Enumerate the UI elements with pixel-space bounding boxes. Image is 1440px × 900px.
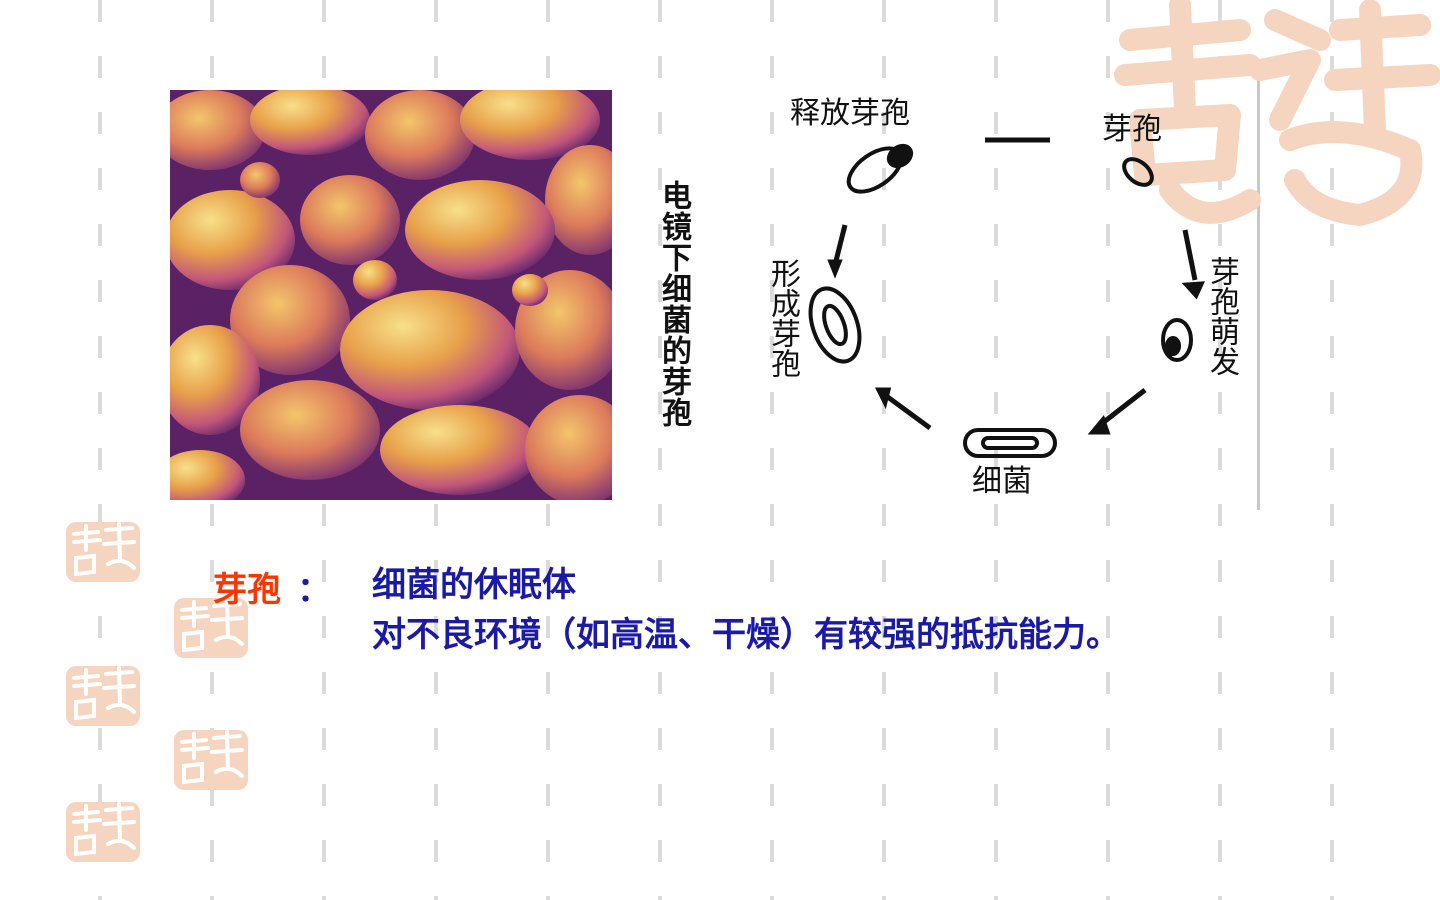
decorative-seal-small: [174, 730, 248, 790]
label-form-spore: 形成芽孢: [765, 258, 800, 378]
bacterium-shape: [963, 428, 1057, 458]
term-heading: 芽孢: [213, 570, 281, 610]
decorative-seal-small: [66, 802, 140, 862]
definition-line-1: 细菌的休眠体: [372, 565, 576, 605]
decorative-seal-large: [1114, 0, 1440, 226]
forming-spore-shape: [808, 286, 862, 364]
spore-cycle-diagram: [808, 137, 1206, 458]
photo-caption: 电镜下细菌的芽孢: [656, 180, 691, 428]
definition-line-2: 对不良环境（如高温、干燥）有较强的抵抗能力。: [372, 615, 1120, 655]
decorative-seal-small: [66, 522, 140, 582]
term-colon: ：: [297, 570, 331, 610]
label-release-spore: 释放芽孢: [790, 96, 910, 131]
vertical-divider: [1257, 80, 1260, 510]
decorative-seal-small: [174, 598, 248, 658]
germinating-spore-shape: [1161, 318, 1193, 362]
label-spore-germination: 芽孢萌发: [1204, 256, 1239, 376]
free-spore-shape: [1122, 157, 1154, 187]
label-bacterium: 细菌: [972, 464, 1032, 499]
decorative-seal-small: [66, 666, 140, 726]
definition-text: 细菌的休眠体 对不良环境（如高温、干燥）有较强的抵抗能力。: [372, 560, 1192, 660]
micrograph-image: [170, 90, 612, 500]
label-spore: 芽孢: [1102, 112, 1162, 147]
